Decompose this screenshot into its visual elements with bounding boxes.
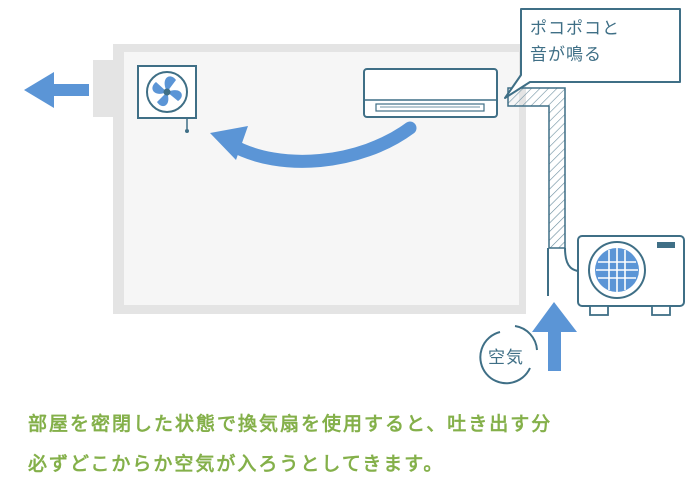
caption: 部屋を密閉した状態で換気扇を使用すると、吐き出す分 必ずどこからか空気が入ろうと… (28, 404, 688, 484)
callout-line-1: ポコポコと (530, 19, 620, 39)
outdoor-ac-unit-icon (577, 235, 685, 316)
air-label-circle (479, 325, 538, 385)
air-label: 空気 (488, 347, 524, 368)
exhaust-arrow-icon (24, 72, 89, 108)
caption-line-1: 部屋を密閉した状態で換気扇を使用すると、吐き出す分 (28, 413, 553, 435)
exhaust-fan-icon (137, 65, 197, 133)
indoor-ac-unit-icon (363, 68, 498, 118)
air-flow-arrow-icon (210, 121, 417, 168)
callout-text: ポコポコと 音が鳴る (530, 16, 670, 68)
caption-line-2: 必ずどこからか空気が入ろうとしてきます。 (28, 453, 445, 475)
intake-arrow-icon (532, 302, 577, 371)
callout-line-2: 音が鳴る (530, 45, 602, 65)
exhaust-duct (93, 60, 115, 117)
refrigerant-pipe (507, 87, 589, 296)
sound-callout (504, 8, 681, 99)
